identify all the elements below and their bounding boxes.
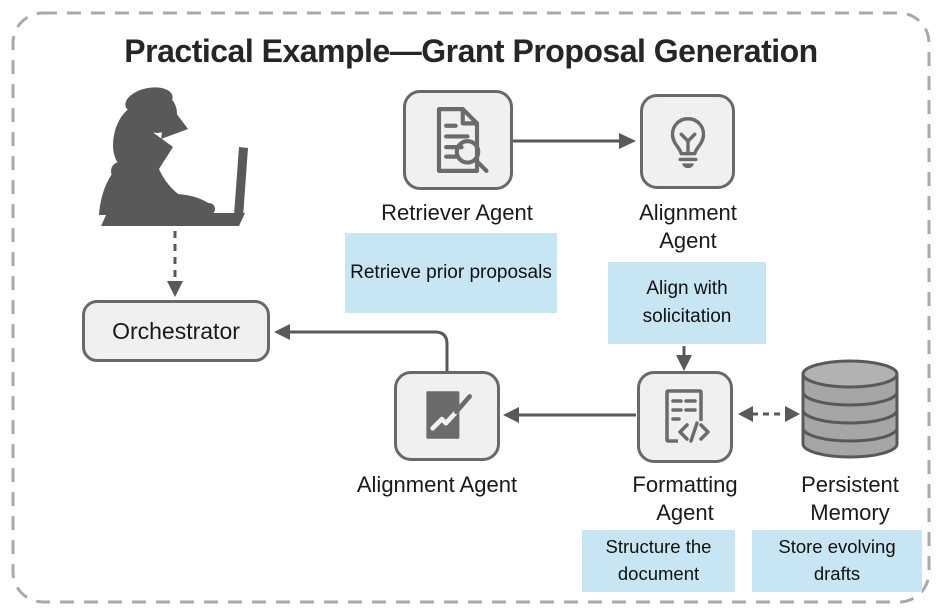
alignment-agent-top-node <box>640 94 735 189</box>
orchestrator-node: Orchestrator <box>82 300 270 362</box>
persistent-memory-label: Persistent Memory <box>801 472 899 526</box>
arrow-align-to-formatting <box>676 346 692 371</box>
formatting-agent-label: Formatting Agent <box>632 472 738 526</box>
callout-store-evolving-drafts: Store evolving drafts <box>752 530 922 592</box>
callout-structure-the-document: Structure the document <box>582 530 735 592</box>
orchestrator-label: Orchestrator <box>112 317 240 344</box>
formatting-agent-node <box>637 371 733 463</box>
retriever-agent-node <box>403 90 513 190</box>
alignment-agent-bottom-node <box>394 371 500 461</box>
arrow-user-to-orchestrator <box>167 231 183 297</box>
callout-retrieve-prior-proposals: Retrieve prior proposals <box>345 233 557 313</box>
arrow-retriever-to-alignment <box>513 133 636 149</box>
arrow-alignment-to-orchestrator <box>274 324 449 371</box>
trend-chart-icon <box>426 391 473 439</box>
retriever-agent-label: Retriever Agent <box>381 200 533 225</box>
arrow-formatting-to-alignment <box>503 407 636 423</box>
lightbulb-icon <box>670 116 705 168</box>
callout-align-with-solicitation: Align with solicitation <box>608 262 766 344</box>
figure-title: Practical Example—Grant Proposal Generat… <box>124 33 818 69</box>
alignment-agent-bottom-label: Alignment Agent <box>356 472 518 497</box>
figure-dashed-border <box>11 11 931 604</box>
document-code-icon <box>665 389 710 444</box>
arrow-formatting-memory-bidirectional <box>738 406 800 422</box>
alignment-agent-top-label: Alignment Agent <box>639 200 737 254</box>
person-at-laptop-icon <box>99 87 248 226</box>
database-icon <box>801 359 899 459</box>
document-search-icon <box>436 107 489 173</box>
